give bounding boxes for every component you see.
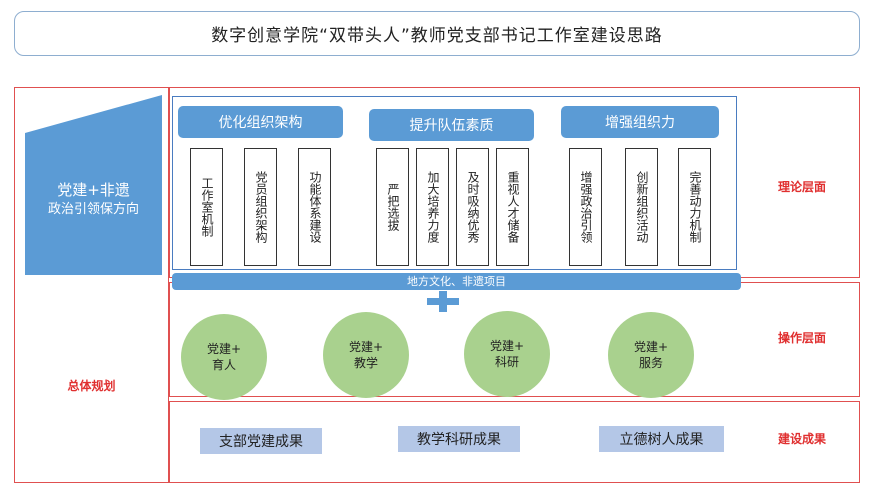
left-banner-line2: 政治引领保方向 bbox=[47, 202, 139, 217]
item-innovate-activities: 创新组织活动 bbox=[625, 148, 658, 266]
overall-plan-label: 总体规划 bbox=[67, 379, 116, 393]
circle-research: 党建+ 科研 bbox=[464, 311, 550, 397]
circle-line2: 服务 bbox=[638, 356, 663, 370]
circle-line1: 党建+ bbox=[489, 339, 525, 353]
circle-service: 党建+ 服务 bbox=[608, 312, 694, 398]
theory-inner-frame bbox=[172, 96, 737, 270]
item-incentive-mechanism: 完善动力机制 bbox=[678, 148, 711, 266]
overall-plan-frame bbox=[14, 87, 169, 483]
group-header-organization: 增强组织力 bbox=[561, 106, 719, 138]
label-operation-level: 操作层面 bbox=[777, 331, 826, 345]
result-party-building: 支部党建成果 bbox=[200, 428, 322, 454]
left-banner-shape bbox=[25, 95, 162, 275]
item-member-structure: 党员组织架构 bbox=[244, 148, 277, 266]
item-political-guidance: 增强政治引领 bbox=[569, 148, 602, 266]
circle-line2: 科研 bbox=[494, 355, 519, 369]
group-header-structure: 优化组织架构 bbox=[178, 106, 343, 138]
item-strict-selection: 严把选拔 bbox=[376, 148, 409, 266]
item-function-system: 功能体系建设 bbox=[298, 148, 331, 266]
item-talent-reserve: 重视人才储备 bbox=[496, 148, 529, 266]
local-culture-band: 地方文化、非遗项目 bbox=[172, 273, 741, 290]
circle-line1: 党建+ bbox=[348, 340, 384, 354]
circle-education: 党建+ 育人 bbox=[181, 314, 267, 400]
label-result-level: 建设成果 bbox=[777, 432, 826, 446]
left-banner-text: 党建+非遗 政治引领保方向 bbox=[25, 170, 162, 230]
circle-teaching: 党建+ 教学 bbox=[323, 312, 409, 398]
result-level-frame bbox=[169, 401, 860, 483]
item-training: 加大培养力度 bbox=[416, 148, 449, 266]
circle-line2: 教学 bbox=[353, 356, 378, 370]
result-teaching-research: 教学科研成果 bbox=[398, 426, 520, 452]
circle-line2: 育人 bbox=[211, 358, 236, 372]
item-absorb-talent: 及时吸纳优秀 bbox=[456, 148, 489, 266]
item-mechanism: 工作室机制 bbox=[190, 148, 223, 266]
group-header-team: 提升队伍素质 bbox=[369, 109, 534, 141]
circle-line1: 党建+ bbox=[206, 342, 242, 356]
label-theory-level: 理论层面 bbox=[777, 180, 826, 194]
page-title: 数字创意学院“双带头人”教师党支部书记工作室建设思路 bbox=[14, 11, 860, 56]
result-moral-education: 立德树人成果 bbox=[599, 426, 724, 452]
plus-icon-vertical bbox=[439, 291, 447, 312]
circle-line1: 党建+ bbox=[633, 340, 669, 354]
left-banner-line1: 党建+非遗 bbox=[57, 181, 130, 199]
